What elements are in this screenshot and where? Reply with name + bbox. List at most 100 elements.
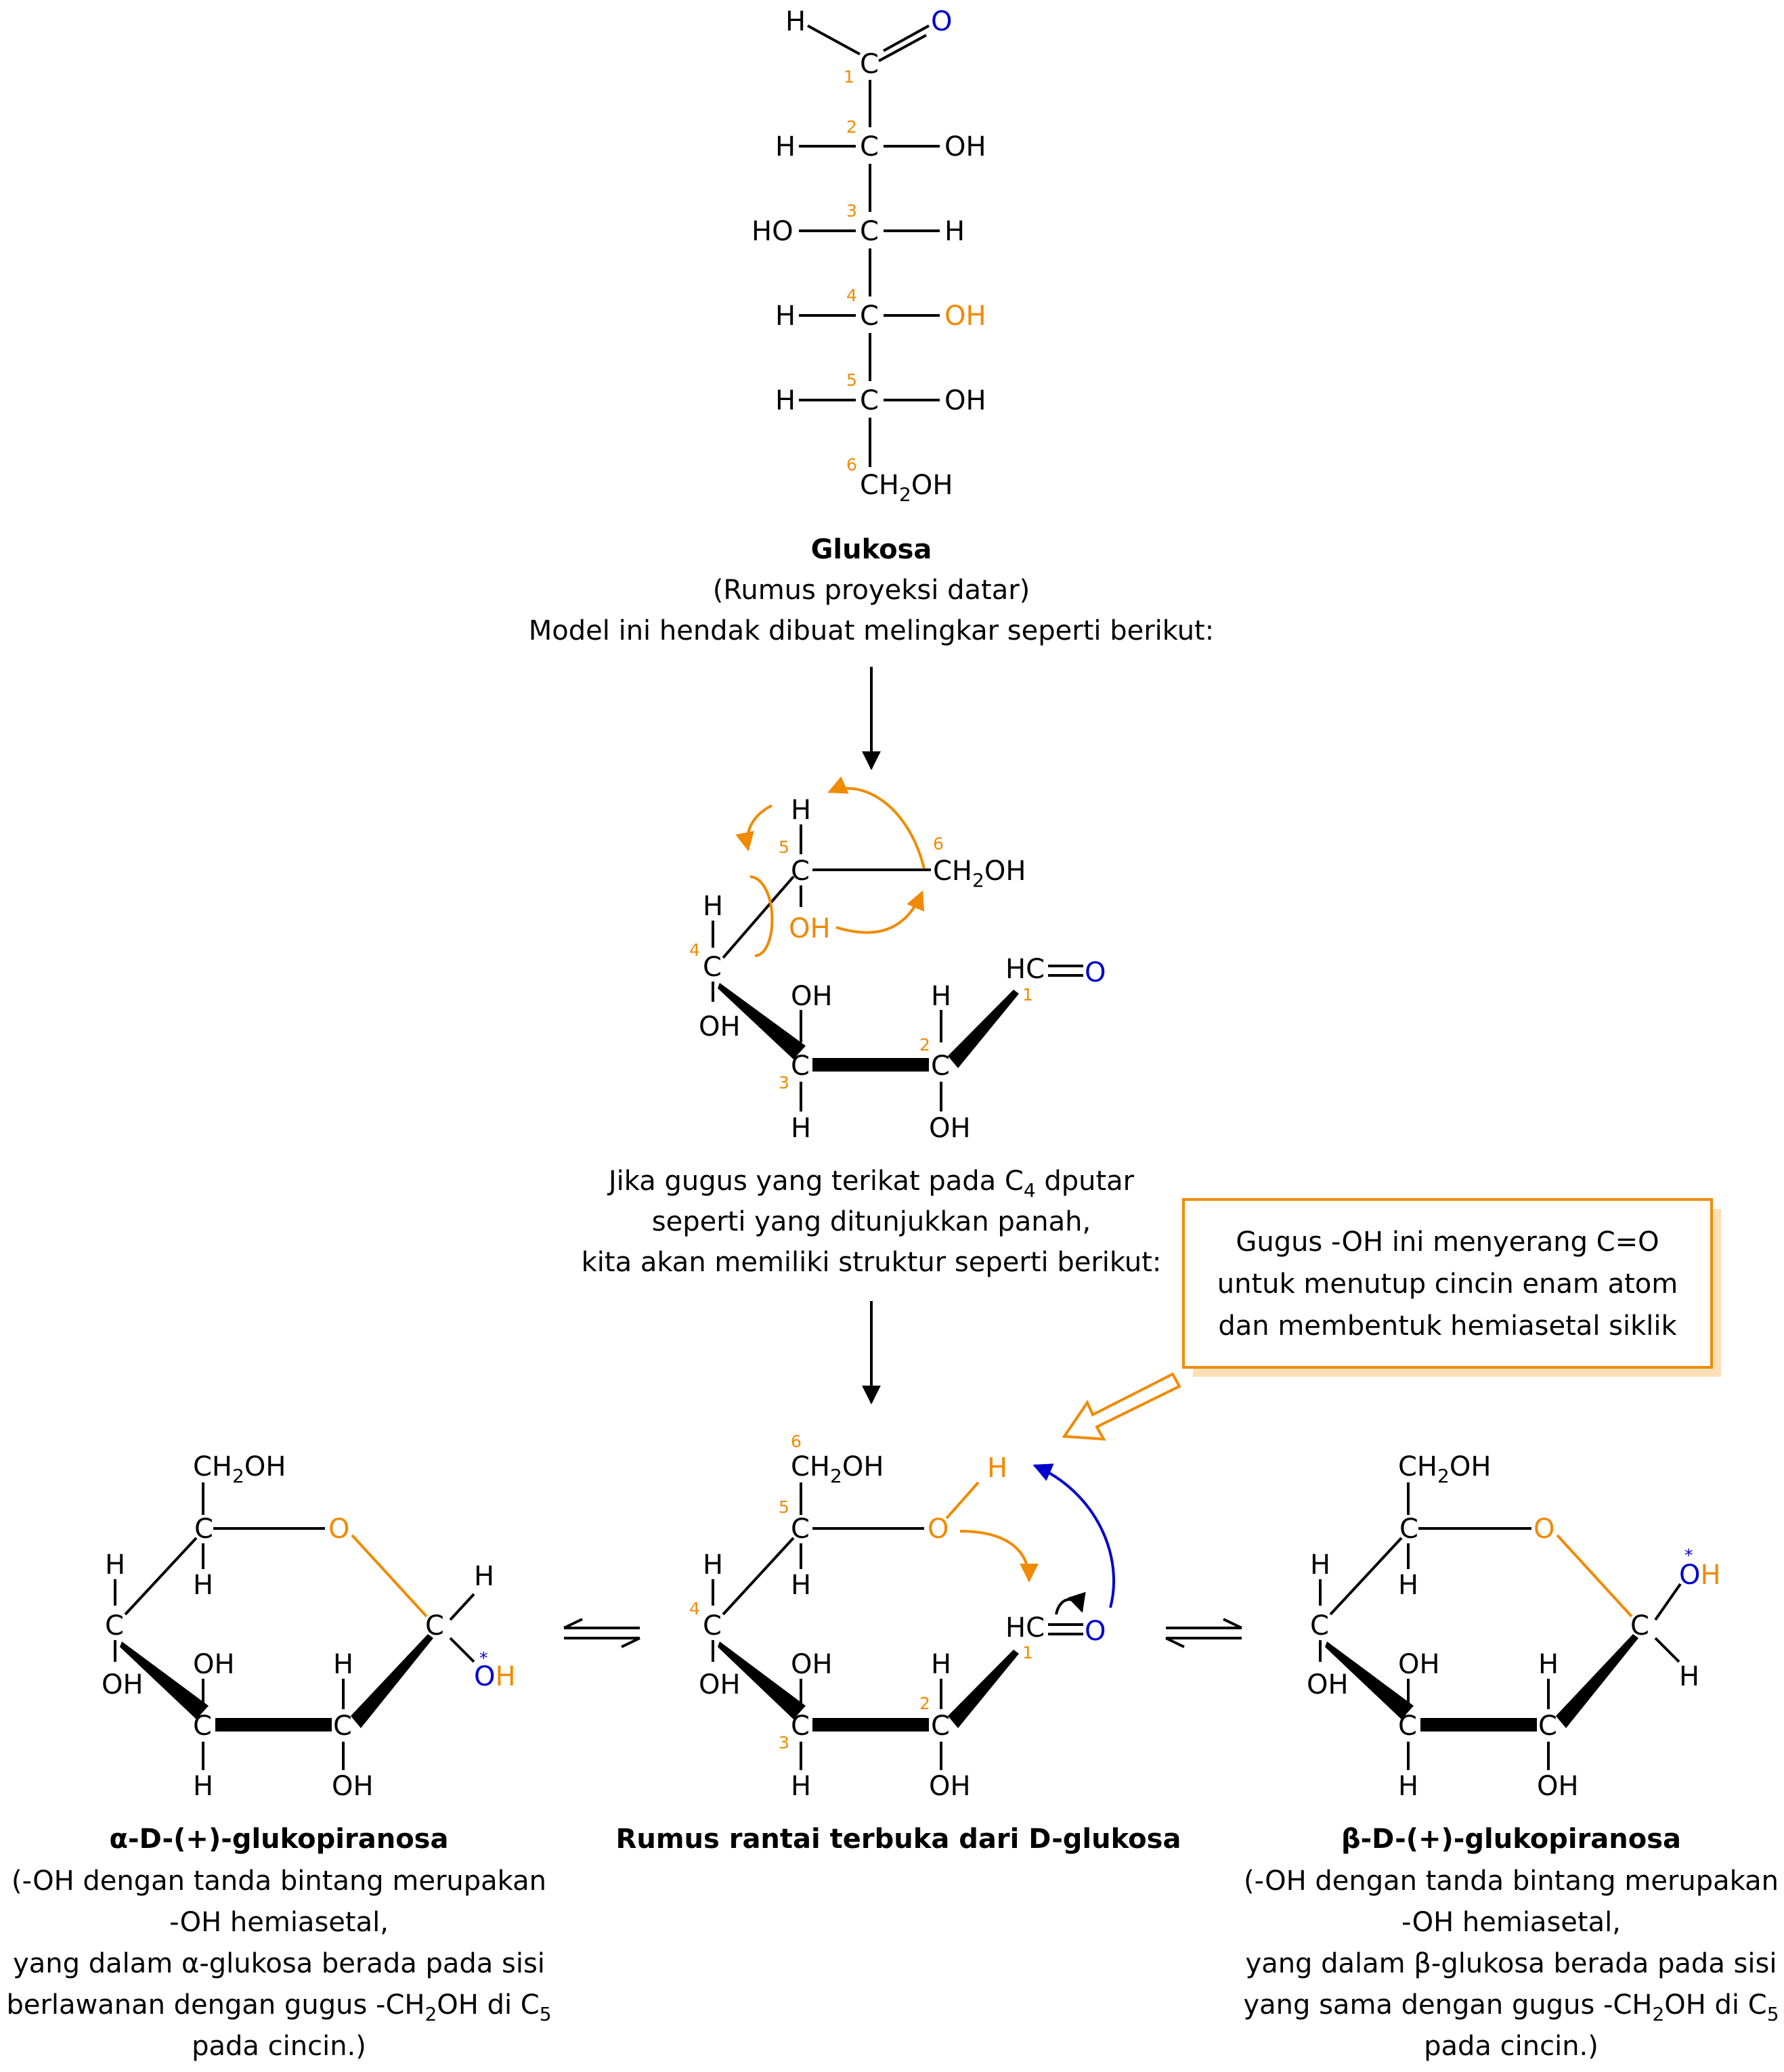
carbon-number-4: 4 <box>689 940 700 960</box>
carbon-number-2: 2 <box>919 1035 930 1055</box>
atom-ch2oh: CH2OH <box>1398 1451 1491 1487</box>
rotation-arrow <box>735 804 773 852</box>
equilibrium-arrow <box>563 1618 640 1629</box>
rotation-arrow <box>827 776 926 869</box>
atom-h: H <box>791 1113 811 1144</box>
beta-glucopyranose-structure: CH2OH C O H H C OH OH C H H C OH C OH * … <box>1307 1451 1721 1802</box>
alpha-desc-line2: -OH hemiasetal, <box>169 1907 389 1938</box>
open-chain-name: Rumus rantai terbuka dari D-glukosa <box>616 1824 1181 1855</box>
star-marker: * <box>479 1648 488 1668</box>
atom-h: H <box>1310 1549 1330 1581</box>
atom-oh: OH <box>791 1649 833 1680</box>
carbon-number-1: 1 <box>1022 985 1033 1005</box>
atom-h: H <box>775 301 796 332</box>
wedge-bond <box>718 1641 806 1719</box>
atom-oh: OH <box>1537 1771 1579 1802</box>
callout-line3: dan membentuk hemiasetal siklik <box>1218 1310 1677 1342</box>
callout-box: Gugus -OH ini menyerang C=O untuk menutu… <box>1182 1198 1713 1369</box>
carbon-number-6: 6 <box>846 455 857 475</box>
ring-bond <box>1556 1534 1633 1618</box>
atom-ring-o: O <box>1533 1514 1554 1545</box>
rotation-caption-line1: Jika gugus yang terikat pada C4 dputar <box>607 1166 1135 1202</box>
proton-transfer-arrow <box>1032 1463 1116 1608</box>
atom-c2: C <box>333 1711 352 1742</box>
rotation-arrow <box>749 875 774 957</box>
atom-h: H <box>1538 1649 1559 1680</box>
nucleophilic-attack-arrow <box>959 1530 1039 1583</box>
atom-ho: HO <box>752 216 793 247</box>
atom-h: H <box>703 1549 723 1581</box>
atom-h: H <box>775 385 796 416</box>
bond <box>124 1537 198 1616</box>
atom-c5: C <box>860 385 879 416</box>
alpha-desc-line5: pada cincin.) <box>192 2031 366 2062</box>
atom-h: H <box>791 1570 811 1601</box>
equilibrium-arrow <box>1166 1618 1242 1629</box>
bond <box>1654 1583 1682 1621</box>
atom-o-carbonyl: O <box>931 6 952 37</box>
carbon-number-6: 6 <box>791 1432 802 1451</box>
beta-caption: β-D-(+)-glukopiranosa (-OH dengan tanda … <box>1243 1824 1779 2062</box>
callout-line1: Gugus -OH ini menyerang C=O <box>1236 1227 1659 1258</box>
carbon-number-6: 6 <box>933 834 944 854</box>
atom-h: H <box>333 1649 353 1680</box>
atom-anomeric-o: OH <box>1679 1560 1721 1591</box>
equilibrium-arrows-left <box>563 1618 640 1648</box>
beta-desc-line4: yang sama dengan gugus -CH2OH di C5 <box>1243 1989 1779 2025</box>
atom-c2: C <box>931 1711 950 1742</box>
atom-h: H <box>785 6 806 37</box>
carbon-number-5: 5 <box>846 370 857 390</box>
atom-ch2oh: CH2OH <box>933 856 1026 891</box>
wedge-bond <box>351 1634 433 1728</box>
bond <box>449 1593 475 1621</box>
carbon-number-4: 4 <box>689 1599 700 1618</box>
fischer-subtitle: (Rumus proyeksi datar) <box>713 575 1030 606</box>
beta-desc-line5: pada cincin.) <box>1424 2031 1598 2062</box>
atom-h: H <box>1679 1661 1699 1692</box>
atom-c5: C <box>194 1514 213 1545</box>
atom-hc: HC <box>1005 1612 1045 1644</box>
bond <box>807 24 861 56</box>
atom-h: H <box>1398 1771 1418 1802</box>
atom-oh: OH <box>193 1649 235 1680</box>
atom-h: H <box>775 131 796 162</box>
alpha-glucopyranose-structure: CH2OH C O H H C OH OH C H H C OH C H OH … <box>102 1451 516 1802</box>
atom-c2: C <box>1538 1711 1557 1742</box>
beta-desc-line1: (-OH dengan tanda bintang merupakan <box>1244 1866 1779 1897</box>
atom-c3: C <box>791 1051 810 1082</box>
carbon-number-4: 4 <box>846 286 857 305</box>
atom-c4: C <box>703 952 722 983</box>
bond <box>449 1637 475 1663</box>
rotation-caption-line3: kita akan memiliki struktur seperti beri… <box>582 1247 1162 1278</box>
equilibrium-arrow <box>1165 1637 1242 1648</box>
alpha-desc-line4: berlawanan dengan gugus -CH2OH di C5 <box>6 1989 551 2025</box>
carbon-number-3: 3 <box>779 1073 789 1093</box>
atom-c1: C <box>860 49 879 80</box>
atom-c1: C <box>425 1610 444 1641</box>
carbon-number-5: 5 <box>779 837 789 857</box>
atom-hc: HC <box>1005 954 1045 985</box>
carbon-number-1: 1 <box>844 67 854 87</box>
bond <box>883 24 930 52</box>
atom-c5: C <box>791 1514 810 1545</box>
beta-desc-line3: yang dalam β-glukosa berada pada sisi <box>1246 1948 1777 1979</box>
atom-o-c5: O <box>928 1514 949 1545</box>
atom-oh: OH <box>1398 1649 1440 1680</box>
atom-h: H <box>193 1771 213 1802</box>
wedge-bond <box>120 1641 209 1719</box>
rotation-arrow <box>835 890 925 934</box>
atom-c4: C <box>1310 1610 1329 1641</box>
atom-h: H <box>703 891 723 922</box>
atom-oh: OH <box>929 1113 971 1144</box>
beta-desc-line2: -OH hemiasetal, <box>1401 1907 1621 1938</box>
atom-c3: C <box>1398 1711 1417 1742</box>
atom-oh: OH <box>332 1771 374 1802</box>
bent-chain-structure: H 5 C 6 CH2OH OH H 4 C OH OH C 3 H H 2 C… <box>689 776 1106 1144</box>
atom-oh-c5: OH <box>789 913 831 944</box>
bond <box>722 1537 795 1616</box>
atom-oh-c4: OH <box>944 301 986 332</box>
atom-h: H <box>105 1549 125 1581</box>
beta-name: β-D-(+)-glukopiranosa <box>1341 1824 1681 1855</box>
atom-h: H <box>931 981 951 1012</box>
atom-h: H <box>193 1570 213 1601</box>
